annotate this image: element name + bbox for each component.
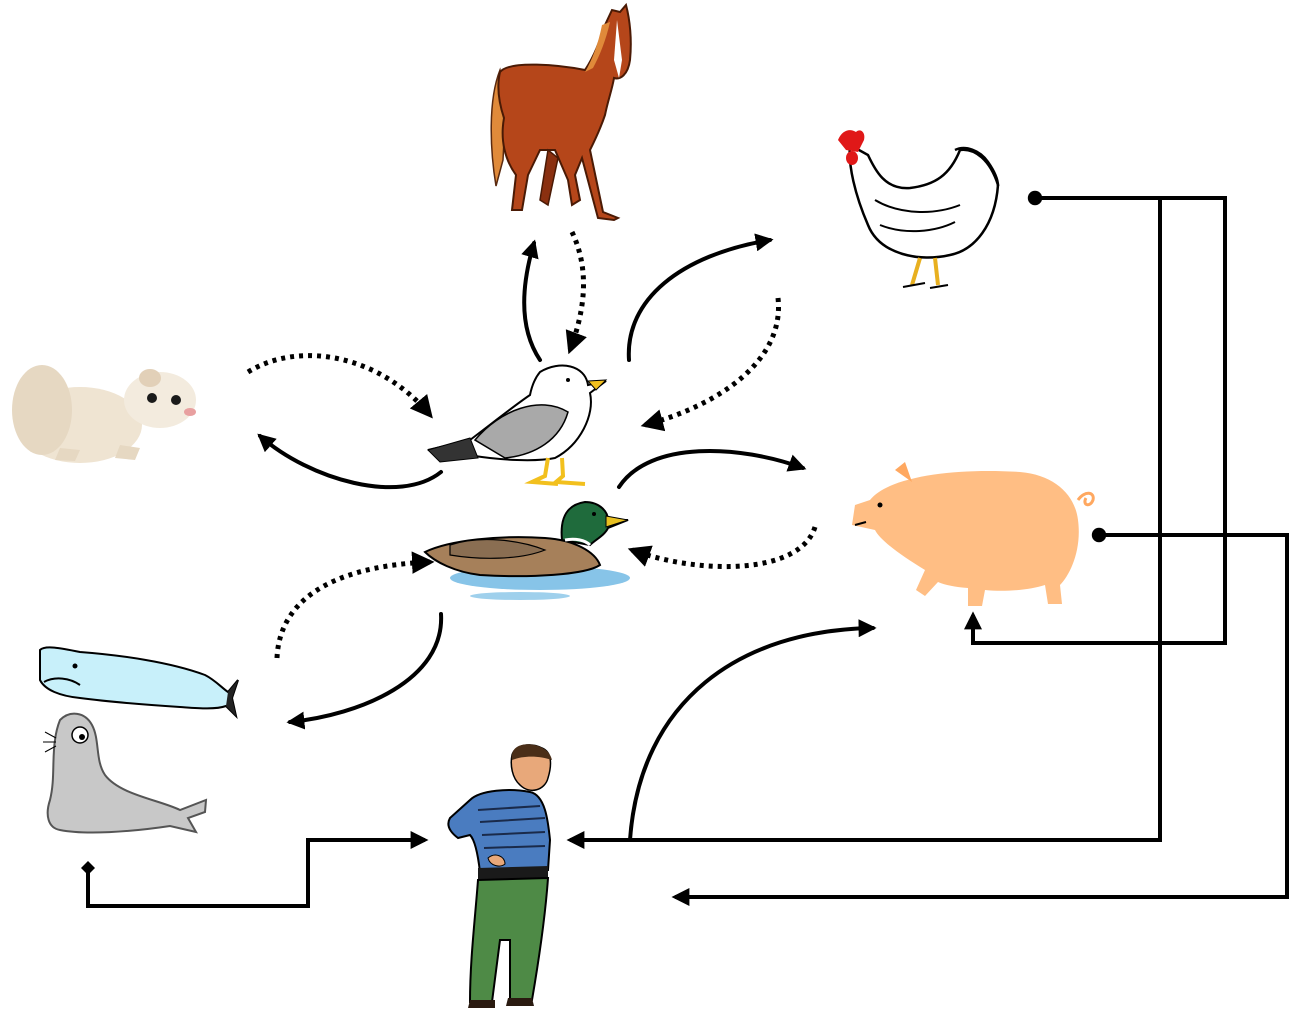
edge-duck-to-whale: [290, 614, 441, 722]
edge-horse-to-gull: [570, 232, 584, 350]
edge-gull-to-pig: [619, 451, 803, 487]
edge-ferret-to-gull: [248, 356, 430, 415]
edge-chicken-to-gull: [645, 298, 779, 425]
edge-pig-to-duck: [632, 527, 815, 567]
pig-icon: [852, 462, 1093, 606]
connectors: [88, 198, 1287, 906]
edge-human-to-pig: [630, 628, 873, 840]
gull-icon: [428, 366, 606, 484]
ferret-icon: [12, 365, 196, 463]
chicken-icon: [838, 130, 998, 288]
horse-icon: [491, 5, 631, 220]
human-icon: [448, 744, 552, 1008]
edge-gull-to-ferret: [260, 436, 441, 487]
edge-seal-to-human: [88, 840, 425, 906]
edge-whale-to-duck: [277, 562, 430, 658]
mallard-duck-icon: [425, 502, 630, 600]
sperm-whale-icon: [40, 647, 238, 716]
seal-icon: [43, 714, 206, 833]
edge-gull-to-chicken: [629, 240, 770, 360]
edge-gull-to-horse: [524, 243, 540, 360]
